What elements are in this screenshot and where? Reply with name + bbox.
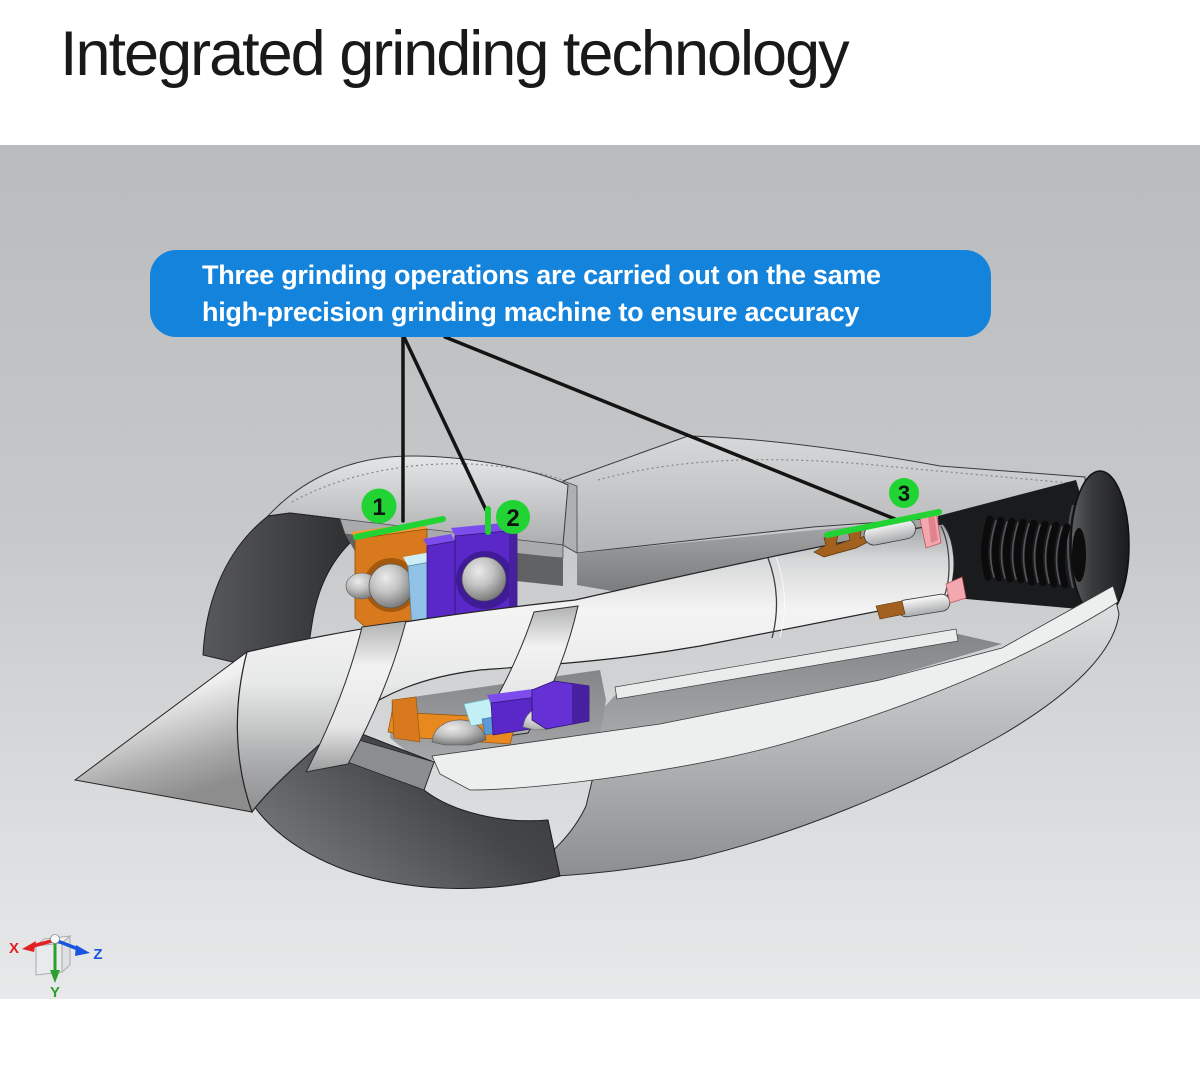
cad-cutaway-figure: X Z Y 1 2 3 (9, 335, 1130, 999)
shaft-end-edge (940, 525, 950, 598)
cut-face-ring (202, 512, 353, 669)
purple-plate-front (426, 540, 456, 628)
bearing-ball-2 (461, 556, 507, 602)
bearing-ball-1 (368, 563, 414, 609)
spindle-body (236, 523, 955, 814)
copper-bottom (875, 600, 906, 620)
coordinate-triad: X Z Y (9, 934, 103, 999)
pink-seal-inner (928, 514, 938, 543)
x-arrowhead (22, 941, 36, 952)
marker-3: 3 (889, 478, 919, 508)
callout-bubble: Three grinding operations are carried ou… (150, 250, 991, 337)
seam-line-right (597, 459, 1081, 485)
leader-line-2 (402, 335, 488, 512)
trough-channel (598, 634, 1002, 736)
marker-2: 2 (496, 500, 530, 534)
marker-3-circle (889, 478, 919, 508)
seam-line-left (291, 463, 563, 503)
orange-nub (391, 696, 421, 743)
marker-1-circle (361, 488, 397, 524)
marker-2-circle (496, 500, 530, 534)
y-arrowhead (50, 970, 60, 983)
grind-line-1 (353, 516, 446, 540)
cone-point (73, 650, 253, 813)
bearing-dome-1 (431, 719, 487, 746)
origin-ball (50, 934, 60, 944)
marker-1-label: 1 (372, 494, 385, 521)
upper-bearing-cluster (345, 522, 518, 635)
purple-block-top (487, 689, 537, 703)
x-axis-label: X (9, 940, 19, 957)
callout-text-line-1: Three grinding operations are carried ou… (202, 260, 881, 290)
purple-wedge-side (572, 683, 589, 724)
purple-race-edge (509, 530, 517, 618)
spindle-flange-1 (305, 620, 407, 773)
grind-zone-lines (353, 506, 942, 540)
end-cap-rim (1067, 504, 1074, 589)
page-title: Integrated grinding technology (60, 19, 850, 89)
shaft-seam (767, 557, 778, 639)
marker-3-label: 3 (898, 481, 910, 506)
z-arrowhead (75, 945, 90, 956)
trough-near-rim (431, 585, 1119, 791)
housing-hump (266, 455, 569, 546)
callout-text-line-2: high-precision grinding machine to ensur… (202, 297, 860, 327)
lower-bearing-cluster (387, 680, 590, 746)
leader-line-3 (443, 335, 897, 521)
thread-section (981, 515, 1086, 589)
marker-2-label: 2 (506, 505, 519, 532)
trough-far-rim (614, 628, 959, 700)
callout-leader-lines (401, 335, 897, 523)
shaft-seam-highlight (775, 556, 785, 638)
pink-seal-bottom (945, 576, 967, 604)
y-axis-label: Y (50, 984, 60, 999)
z-axis-label: Z (93, 946, 102, 963)
purple-plate-top (423, 534, 455, 546)
marker-1: 1 (361, 488, 397, 524)
grind-line-3 (824, 509, 942, 538)
